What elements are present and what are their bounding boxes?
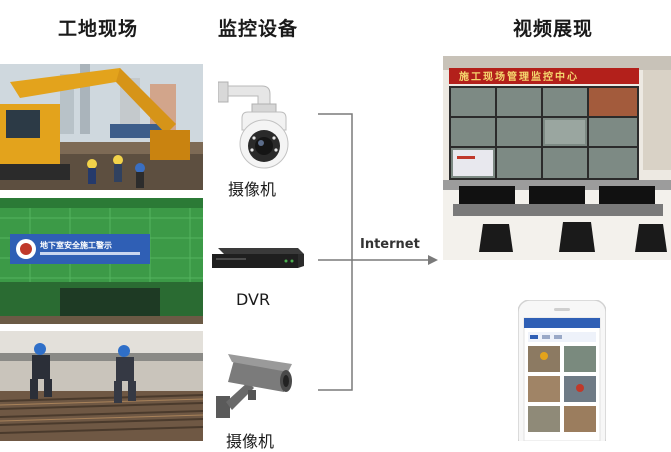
internet-label: Internet bbox=[360, 237, 420, 252]
arrow-head-icon bbox=[428, 255, 438, 265]
dvr-icon bbox=[212, 244, 304, 272]
ptz-camera-icon bbox=[217, 78, 298, 170]
bullet-camera-icon bbox=[214, 352, 296, 420]
heading-devices: 监控设备 bbox=[218, 18, 299, 40]
control-banner-text: 施工现场管理监控中心 bbox=[459, 70, 579, 83]
camera-top-label: 摄像机 bbox=[228, 180, 277, 199]
smartphone-icon bbox=[517, 299, 607, 451]
site-photo-building: 地下室安全施工警示 bbox=[0, 198, 203, 324]
site-sign-text: 地下室安全施工警示 bbox=[40, 240, 112, 250]
connection-lines bbox=[318, 113, 438, 391]
heading-display: 视频展现 bbox=[513, 18, 594, 40]
dvr-label: DVR bbox=[236, 290, 271, 309]
site-photo-workers bbox=[0, 331, 203, 441]
site-photo-excavator bbox=[0, 64, 203, 190]
control-room-photo: 施工现场管理监控中心 bbox=[443, 56, 671, 260]
heading-site: 工地现场 bbox=[58, 18, 139, 40]
